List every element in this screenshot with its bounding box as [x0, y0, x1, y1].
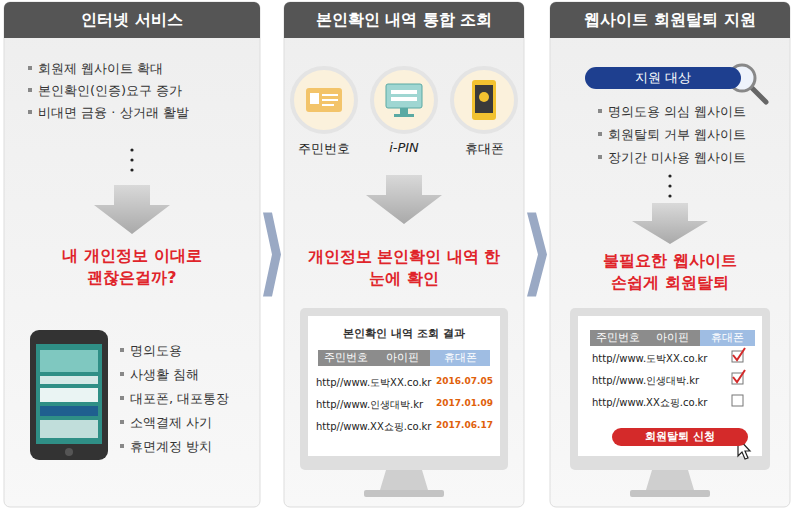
ellipsis-dots: [130, 148, 133, 171]
node-text: 휴대폰: [430, 140, 538, 158]
withdraw-button: 회원탈퇴 신청: [612, 428, 748, 446]
node-text: i-PIN: [350, 140, 458, 155]
down-arrow: [366, 175, 442, 224]
mobile-icon: [472, 80, 496, 120]
node-text: 웹사이트 회원탈퇴 지원: [550, 2, 790, 38]
icon-circle: [292, 68, 356, 132]
down-arrow: [632, 203, 708, 244]
bullet-item: 명의도용 의심 웹사이트: [598, 103, 746, 121]
panel-ground: [550, 2, 790, 507]
icon-circle: i-PIN: [370, 66, 438, 134]
icon-circle: 주민번호: [290, 66, 358, 134]
node-text: 지원 대상: [585, 67, 741, 89]
target-pill: 지원 대상: [585, 67, 741, 89]
bullet-item: 소액결제 사기: [120, 414, 212, 432]
icon-circle: [372, 68, 436, 132]
tab-label: 아이핀: [374, 350, 430, 366]
phone-illustration: [30, 330, 108, 460]
bullet-item: 회원제 웹사이트 확대: [28, 60, 163, 78]
panel-ground: [4, 2, 260, 507]
chevron-arrow: [263, 213, 281, 297]
tab-label: 주민번호: [590, 330, 645, 346]
url-cell: http//www.도박XX.co.kr: [592, 352, 707, 366]
tab-label: 아이핀: [645, 330, 700, 346]
down-arrow: [94, 185, 170, 234]
monitor: [300, 308, 508, 497]
monitor-icon: [386, 84, 422, 117]
date-cell: 2016.07.05: [436, 376, 493, 386]
bullet-item: 본인확인(인증)요구 증가: [28, 82, 182, 100]
url-cell: http//www.XX쇼핑.co.kr: [316, 420, 431, 434]
bullet-item: 명의도용: [120, 342, 182, 360]
node-text: 주민번호: [270, 140, 378, 158]
monitor: [570, 308, 770, 497]
node-text: 본인확인 내역 조회 결과: [308, 316, 500, 341]
tab-label: 휴대폰: [430, 350, 490, 366]
summary-text: 내 개인정보 이대로 괜찮은걸까?: [57, 245, 207, 289]
bullet-item: 회원탈퇴 거부 웹사이트: [598, 126, 746, 144]
node-text: 본인확인 내역 통합 조회: [284, 2, 524, 38]
chevron-arrow: [527, 213, 547, 297]
bullet-item: 대포폰, 대포통장: [120, 390, 229, 408]
summary-text: 불필요한 웹사이트 손쉽게 회원탈퇴: [595, 250, 745, 294]
tab-label: 주민번호: [318, 350, 374, 366]
date-cell: 2017.01.09: [436, 398, 493, 408]
node-text: 인터넷 서비스: [4, 2, 260, 38]
tab-active: [430, 350, 490, 366]
url-cell: http//www.XX쇼핑.co.kr: [592, 396, 707, 410]
icon-circle: [452, 68, 516, 132]
date-cell: 2017.06.17: [436, 420, 493, 430]
tab-bar: [590, 330, 755, 346]
bullet-item: 휴면계정 방치: [120, 438, 212, 456]
checkboxes: [732, 348, 745, 406]
panel-ground: [284, 2, 524, 507]
url-cell: http//www.도박XX.co.kr: [316, 376, 431, 390]
tab-bar: [318, 350, 490, 366]
bullet-item: 비대면 금융 · 상거래 활발: [28, 104, 189, 122]
url-cell: http//www.인생대박.kr: [316, 398, 423, 412]
bullet-item: 장기간 미사용 웹사이트: [598, 149, 746, 167]
node-text: 회원탈퇴 신청: [612, 428, 748, 446]
tab-active: [700, 330, 755, 346]
ellipsis-dots: [668, 174, 671, 197]
icon-circle: 휴대폰: [450, 66, 518, 134]
url-cell: http//www.인생대박.kr: [592, 374, 699, 388]
summary-text: 개인정보 본인확인 내역 한눈에 확인: [304, 246, 504, 290]
tab-label: 휴대폰: [700, 330, 755, 346]
bullet-item: 사생활 침해: [120, 366, 199, 384]
id-card-icon: [306, 88, 342, 112]
